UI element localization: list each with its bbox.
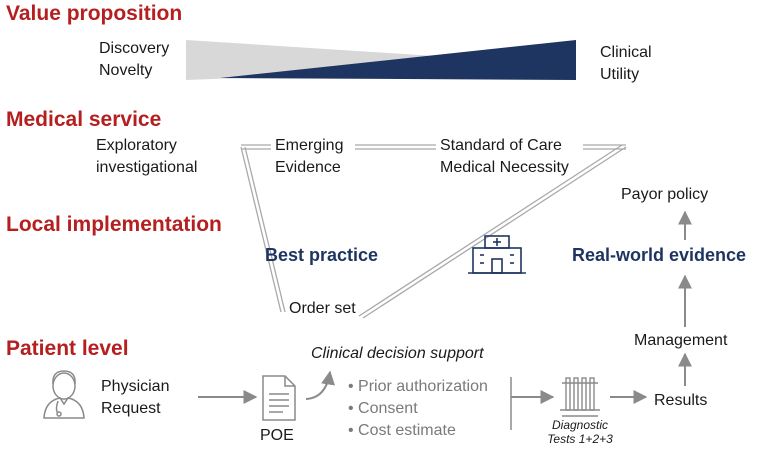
label-medical-necessity: Medical Necessity [440,159,569,176]
label-results: Results [654,392,708,409]
bullet-cost-estimate: • Cost estimate [348,422,456,439]
label-utility: Utility [600,66,640,83]
bullet-consent: • Consent [348,400,418,417]
document-icon [262,375,296,421]
label-request: Request [101,400,161,417]
label-discovery: Discovery [99,40,170,57]
label-diagnostic: Diagnostic [551,418,609,432]
label-clinical: Clinical [600,44,652,61]
cds-arrow [305,370,335,400]
evidence-triangle [240,144,627,319]
label-physician: Physician [101,378,170,395]
section-local-implementation: Local implementation [6,213,222,236]
label-standard-of-care: Standard of Care [440,137,562,154]
hospital-icon [468,235,526,274]
label-order-set: Order set [289,300,356,317]
bullet-prior-authorization: • Prior authorization [348,378,488,395]
label-investigational: investigational [96,159,198,176]
label-best-practice: Best practice [265,245,379,265]
utility-wedge [220,40,576,80]
physician-icon [43,370,85,419]
section-medical-service: Medical service [6,108,162,131]
discovery-wedge [186,40,576,80]
label-clinical-decision-support: Clinical decision support [311,345,484,362]
label-evidence: Evidence [275,159,341,176]
label-management: Management [634,332,728,349]
label-poe: POE [260,427,294,444]
section-patient-level: Patient level [6,337,129,360]
label-exploratory: Exploratory [96,137,177,154]
test-tubes-icon [560,377,600,417]
section-value-proposition: Value proposition [6,2,183,25]
label-payor-policy: Payor policy [621,186,709,203]
label-novelty: Novelty [99,62,153,79]
label-emerging: Emerging [275,137,344,154]
label-tests: Tests 1+2+3 [547,432,613,446]
label-real-world-evidence: Real-world evidence [572,245,747,265]
